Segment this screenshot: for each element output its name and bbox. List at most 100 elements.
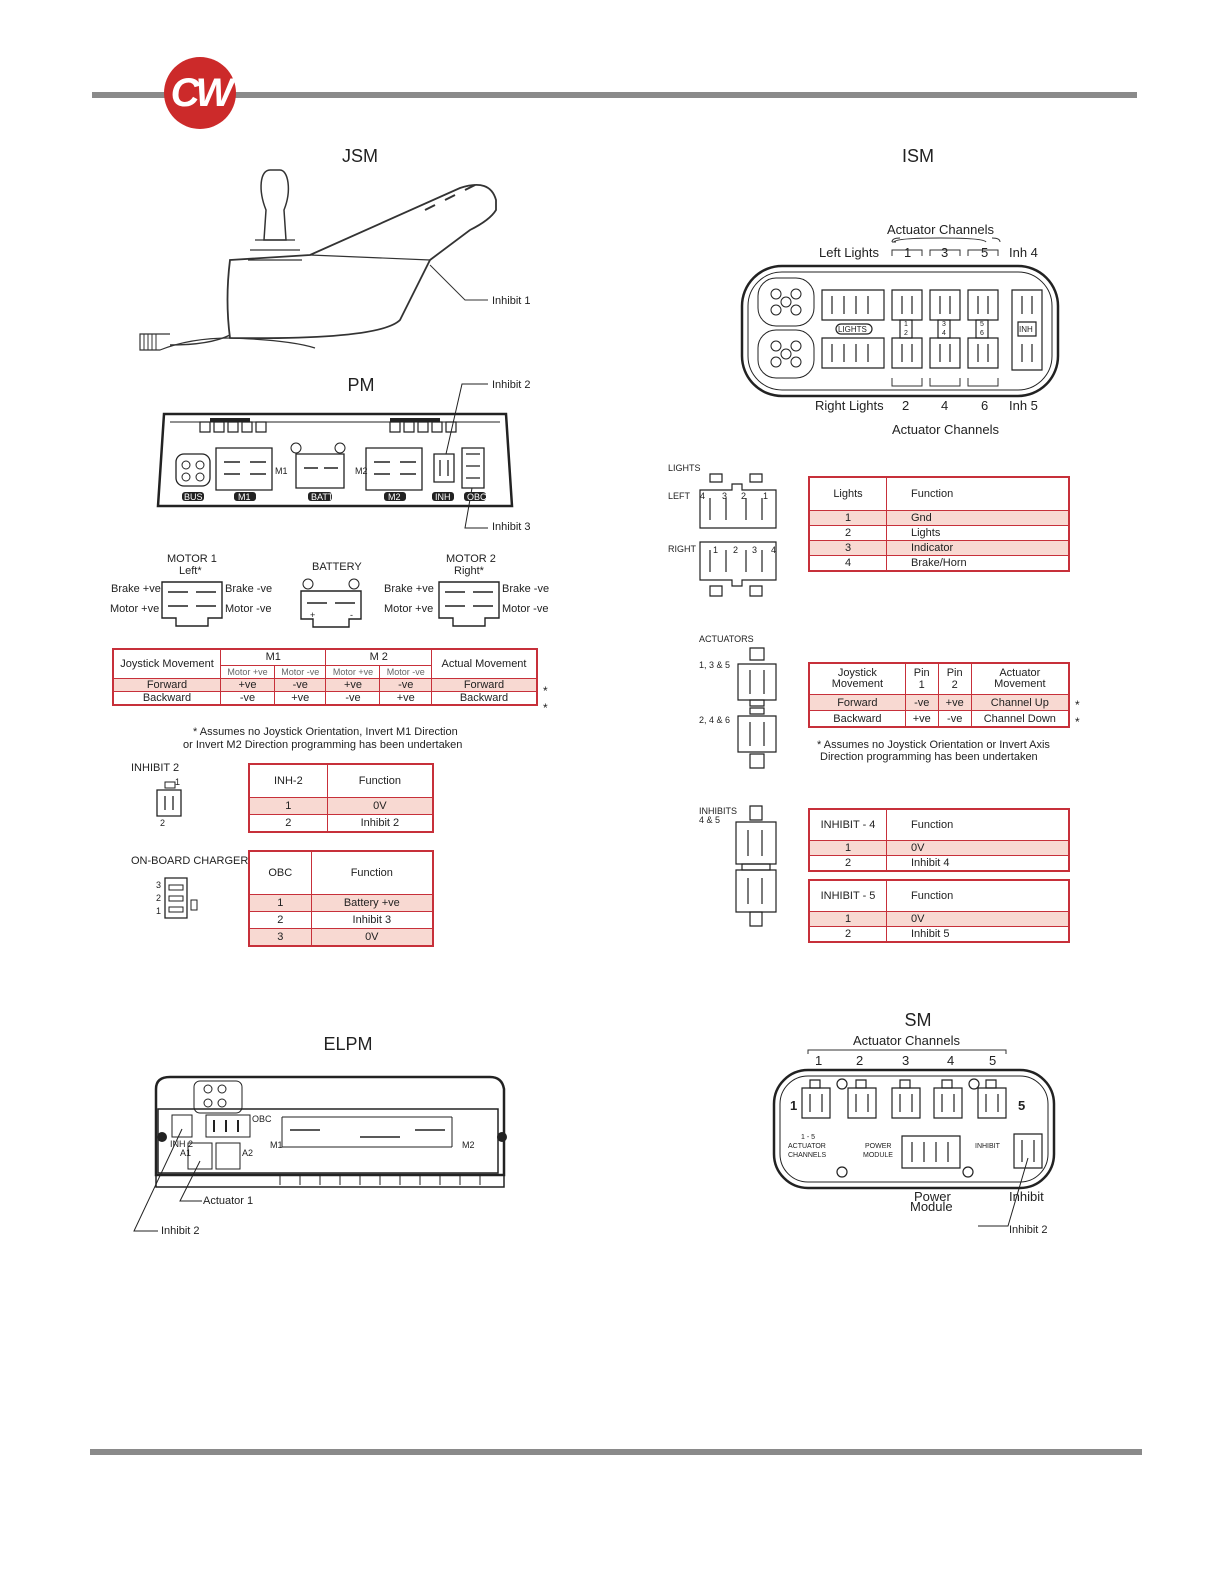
sm-ch-4: 4 xyxy=(947,1053,955,1068)
actuators-group2-label: 2, 4 & 6 xyxy=(699,715,731,725)
curtiss-wright-logo: CW xyxy=(164,57,236,129)
lights-left-pin-3: 3 xyxy=(722,491,728,501)
actuator-table-star: * xyxy=(1075,698,1080,712)
obc-pin-2: 2 xyxy=(156,893,162,903)
lights-right-label: RIGHT xyxy=(668,544,696,554)
cell: 0V xyxy=(886,840,1070,856)
sm-actuator-channels-2: ACTUATOR xyxy=(788,1143,826,1150)
cell: Inhibit 2 xyxy=(326,814,434,833)
ism-pair-1-bottom: 2 xyxy=(904,330,908,337)
cell: Forward xyxy=(112,678,221,692)
actuator-direction-table: Joystick Movement Pin 1 Pin 2 Actuator M… xyxy=(808,662,1070,728)
motor1-brake-pos: Brake +ve xyxy=(111,583,161,595)
ism-inh4: Inh 4 xyxy=(1009,245,1038,260)
cell: 2 xyxy=(248,814,328,833)
cell: Inhibit 3 xyxy=(310,911,434,929)
motor-table-star: * xyxy=(543,684,548,698)
cell: 1 xyxy=(808,911,887,927)
cell: Channel Up xyxy=(970,694,1070,711)
pm-port-m1: M1 xyxy=(238,492,251,502)
sm-right-num: 5 xyxy=(1018,1098,1026,1113)
motor1-title: MOTOR 1 xyxy=(167,553,217,565)
jsm-inhibit1-label: Inhibit 1 xyxy=(492,295,531,307)
motor-table-sub: Motor +ve xyxy=(220,664,275,680)
ism-module-diagram xyxy=(740,236,1062,400)
battery-plus: + xyxy=(310,610,316,620)
cell: -ve xyxy=(937,710,972,728)
sm-ch-2: 2 xyxy=(856,1053,864,1068)
actuator-note-2: Direction programming has been undertake… xyxy=(820,751,1038,763)
table-row: Forward -ve +ve Channel Up xyxy=(808,694,1070,711)
cell: 1 xyxy=(808,510,887,526)
ism-bottom-ch-6: 6 xyxy=(981,398,989,413)
motor2-motor-neg: Motor -ve xyxy=(502,603,549,615)
inhibit4-h1: INHIBIT - 4 xyxy=(808,808,887,841)
actuator-connectors-diagram xyxy=(734,646,780,772)
ism-right-lights: Right Lights xyxy=(815,398,884,413)
motor-table-sub: Motor -ve xyxy=(273,664,327,680)
cell: -ve xyxy=(273,678,327,692)
cell: Inhibit 4 xyxy=(886,855,1070,872)
cell: 3 xyxy=(808,540,887,556)
cell: +ve xyxy=(379,691,432,706)
cell: +ve xyxy=(273,691,327,706)
sm-actuator-channels-3: CHANNELS xyxy=(788,1152,827,1159)
cell: Lights xyxy=(886,525,1070,541)
cell: Channel Down xyxy=(970,710,1070,728)
sm-ch-1: 1 xyxy=(815,1053,823,1068)
table-row: Backward -ve +ve -ve +ve Backward xyxy=(112,691,538,706)
lights-right-pin-2: 2 xyxy=(733,545,739,555)
inhibit2-h1: INH-2 xyxy=(248,763,328,798)
actuators-h4: Actuator Movement xyxy=(970,662,1070,695)
motor1-subtitle: Left* xyxy=(179,565,202,577)
sm-title: SM xyxy=(904,1010,932,1030)
sm-power-module-2: MODULE xyxy=(863,1152,893,1159)
pm-port-m2: M2 xyxy=(388,492,401,502)
cell: 2 xyxy=(808,926,887,943)
actuators-h2: Pin 1 xyxy=(904,662,939,695)
obc-pin-3: 3 xyxy=(156,880,162,890)
motor2-subtitle: Right* xyxy=(454,565,484,577)
ism-left-lights: Left Lights xyxy=(819,245,879,260)
motor1-motor-neg: Motor -ve xyxy=(225,603,272,615)
pm-port-obc: OBC xyxy=(467,492,487,502)
cell: Inhibit 5 xyxy=(886,926,1070,943)
ism-top-ch-1: 1 xyxy=(904,245,912,260)
cell: +ve xyxy=(220,678,275,692)
motor2-title: MOTOR 2 xyxy=(446,553,496,565)
ism-pair-3-top: 5 xyxy=(980,321,984,328)
sm-inhibit2-label: Inhibit 2 xyxy=(1009,1224,1048,1236)
inhibits-group-label: 4 & 5 xyxy=(699,815,721,825)
inhibit2-h2: Function xyxy=(326,763,434,798)
actuator-note-1: * Assumes no Joystick Orientation or Inv… xyxy=(817,739,1050,751)
cell: 4 xyxy=(808,555,887,572)
cell: -ve xyxy=(220,691,275,706)
sm-actuator-channels-1: 1 - 5 xyxy=(801,1134,816,1141)
actuators-h1: Joystick Movement xyxy=(808,662,906,695)
lights-h1: Lights xyxy=(808,476,887,511)
obc-label: ON-BOARD CHARGER xyxy=(131,855,249,867)
cell: +ve xyxy=(325,678,381,692)
cell: 2 xyxy=(248,911,312,929)
cell: -ve xyxy=(379,678,432,692)
cell: 1 xyxy=(808,840,887,856)
lights-right-pin-1: 1 xyxy=(713,545,719,555)
pm-port-batt: BATT xyxy=(311,492,334,502)
lights-right-pin-4: 4 xyxy=(771,545,777,555)
lights-left-pin-1: 1 xyxy=(763,491,769,501)
pm-port-bus: BUS xyxy=(184,492,203,502)
motor-table-sub: Motor -ve xyxy=(379,664,432,680)
inhibit2-connector-diagram xyxy=(155,780,185,818)
elpm-title: ELPM xyxy=(323,1034,373,1054)
cell: 1 xyxy=(248,797,328,815)
